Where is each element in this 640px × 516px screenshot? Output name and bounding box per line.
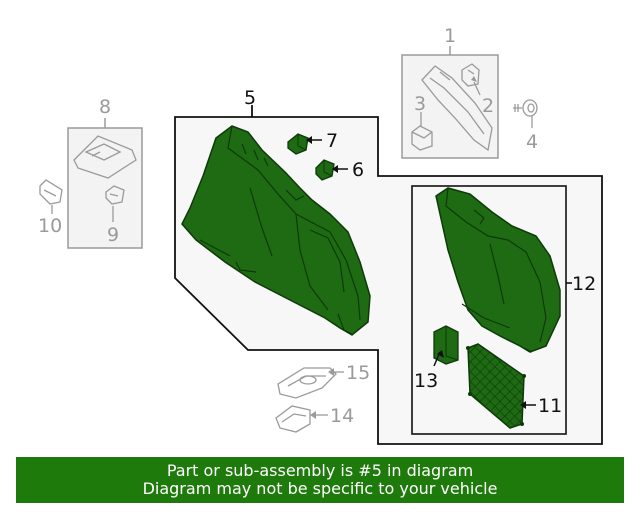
callout-13: 13 <box>414 370 438 392</box>
screw-part-4[interactable] <box>513 99 538 128</box>
group-1: 1 2 3 <box>401 25 499 159</box>
clip-part-7[interactable] <box>287 133 309 155</box>
callout-5: 5 <box>244 87 256 109</box>
callout-15: 15 <box>346 362 370 384</box>
clip-part-2[interactable] <box>461 63 480 87</box>
callout-4: 4 <box>526 131 538 153</box>
clip-part-9[interactable] <box>105 185 125 205</box>
callout-14: 14 <box>330 405 354 427</box>
callout-12: 12 <box>572 273 596 295</box>
cap-part-14[interactable] <box>275 405 311 433</box>
group-1-panel <box>401 54 499 159</box>
cover-part-8[interactable] <box>73 135 137 179</box>
callout-3: 3 <box>414 93 426 115</box>
handle-part-15[interactable] <box>277 367 337 399</box>
callout-2: 2 <box>482 95 494 117</box>
group-8-panel <box>67 127 143 249</box>
callout-10: 10 <box>38 215 62 237</box>
banner-line-2: Diagram may not be specific to your vehi… <box>142 479 498 498</box>
trim-strip-part[interactable] <box>421 65 493 152</box>
cargo-net-part-11[interactable] <box>466 343 526 429</box>
clip-part-6[interactable] <box>315 159 335 181</box>
info-banner: Part or sub-assembly is #5 in diagram Di… <box>16 457 624 503</box>
banner-line-1: Part or sub-assembly is #5 in diagram <box>166 461 474 480</box>
group-8: 8 9 <box>67 96 143 249</box>
clip-part-10[interactable] <box>39 179 63 205</box>
callout-6: 6 <box>352 159 364 181</box>
callout-7: 7 <box>326 130 338 152</box>
callout-11: 11 <box>538 395 562 417</box>
callout-1: 1 <box>444 25 456 47</box>
callout-8: 8 <box>99 96 111 118</box>
inner-trim-panel[interactable] <box>435 187 561 353</box>
main-trim-panel[interactable] <box>181 125 371 336</box>
bracket-part-3[interactable] <box>411 125 433 151</box>
callout-9: 9 <box>107 224 119 246</box>
